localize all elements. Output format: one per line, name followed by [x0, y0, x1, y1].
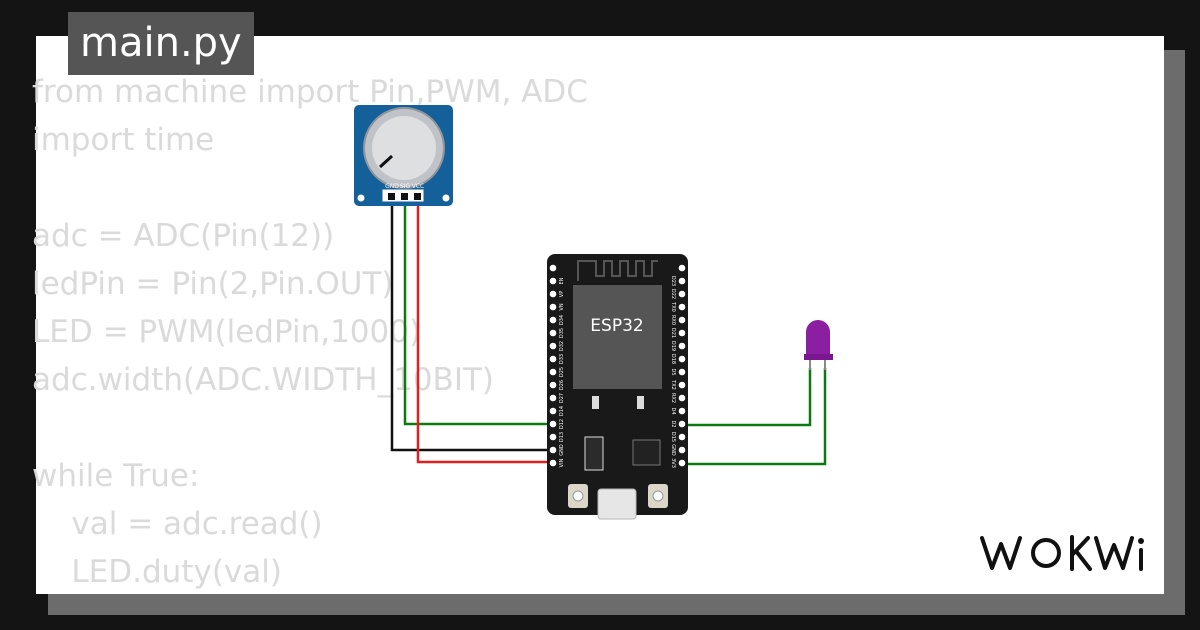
pin-label: D15: [670, 432, 676, 442]
pin-label: D35: [559, 328, 565, 338]
wire-green[interactable]: [682, 368, 827, 466]
wires: [390, 196, 827, 466]
code-line: ledPin = Pin(2,Pin.OUT): [32, 266, 394, 302]
pin-label: D13: [559, 432, 565, 442]
wire-green[interactable]: [682, 368, 812, 427]
wire-green[interactable]: [403, 196, 552, 426]
wire-black[interactable]: [390, 196, 552, 452]
pin-label: D27: [559, 393, 565, 403]
left-pin-holes: [549, 264, 557, 467]
antenna-trace: [577, 260, 658, 281]
code-line: adc = ADC(Pin(12)): [32, 218, 335, 254]
usb-chip: [632, 439, 661, 466]
potentiometer[interactable]: GND SIG VCC: [354, 105, 453, 206]
pin-label: D19: [670, 341, 676, 351]
wire-red[interactable]: [416, 196, 552, 464]
voltage-regulator: [584, 436, 604, 471]
code-line: from machine import Pin,PWM, ADC: [32, 74, 588, 110]
pin-label: VN: [559, 303, 565, 310]
pin-label: D33: [559, 354, 565, 364]
pin-label: TX0: [670, 301, 676, 312]
left-pin-labels: EN VP VN D34 D35 D32 D33 D25 D26 D27 D14…: [559, 277, 565, 467]
right-pin-holes: [678, 264, 686, 467]
pin-label: D21: [670, 328, 676, 338]
pin-label: D32: [559, 341, 565, 351]
pin-label: D23: [670, 276, 676, 286]
pin-label: D5: [670, 368, 676, 375]
pin-label: D34: [559, 315, 565, 325]
pin-label: EN: [559, 277, 565, 284]
pin-label: 3V3: [670, 458, 676, 468]
pin-label: RX0: [670, 315, 676, 325]
pin-label: VIN: [559, 458, 565, 467]
pot-pin-label: VCC: [412, 183, 424, 190]
pin-label: GND: [559, 444, 565, 456]
smd-pad: [592, 396, 599, 409]
pin-label: TX2: [670, 379, 676, 390]
pin-label: D22: [670, 289, 676, 299]
pin-label: VP: [559, 291, 565, 297]
smd-pad: [637, 396, 644, 409]
pot-pin-label: SIG: [400, 183, 411, 190]
code-line: LED.duty(val): [32, 554, 282, 590]
pin-label: D18: [670, 354, 676, 364]
pin-label: D12: [559, 419, 565, 429]
pot-pin-label: GND: [385, 183, 399, 190]
led[interactable]: [804, 320, 833, 370]
pin-label: D4: [670, 407, 676, 414]
code-line: while True:: [32, 458, 200, 494]
esp32-chip-label: ESP32: [590, 316, 643, 336]
code-line: val = adc.read(): [32, 506, 323, 542]
pin-label: RX2: [670, 393, 676, 403]
code-line: LED = PWM(ledPin,1000): [32, 314, 422, 350]
file-tab[interactable]: main.py: [68, 12, 254, 75]
code-editor[interactable]: from machine import Pin,PWM, ADC import t…: [32, 68, 588, 596]
esp32-module: [573, 285, 662, 389]
file-tab-label: main.py: [80, 20, 242, 66]
usb-connector: [597, 488, 637, 520]
pin-label: D14: [559, 406, 565, 416]
code-line: import time: [32, 122, 215, 158]
pin-label: D2: [670, 420, 676, 427]
pin-label: D25: [559, 367, 565, 377]
pin-label: GND: [670, 444, 676, 456]
esp32-board[interactable]: ESP32 EN VP VN D34 D35 D32 D33 D25 D26 D…: [547, 254, 688, 520]
wokwi-logo: [980, 535, 1144, 571]
pin-label: D26: [559, 380, 565, 390]
right-pin-labels: D23 D22 TX0 RX0 D21 D19 D18 D5 TX2 RX2 D…: [670, 276, 676, 468]
